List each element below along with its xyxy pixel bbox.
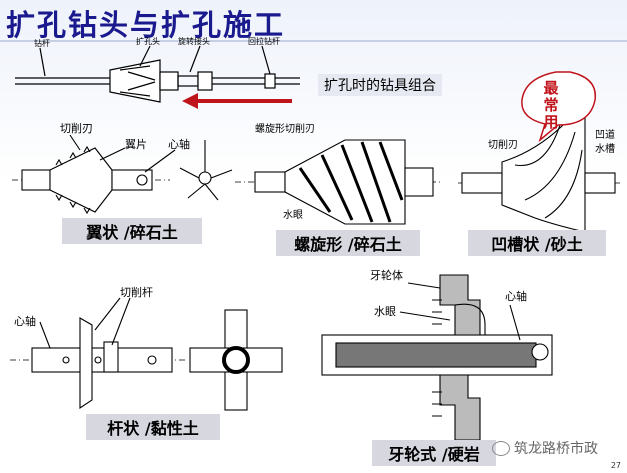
groove-tag-cutting-edge: 切削刃: [488, 138, 518, 151]
spiral-tag-cutting-edge: 螺旋形切削刃: [255, 122, 315, 135]
groove-label: 凹槽状 /砂土: [468, 230, 606, 256]
groove-tag-water-slot: 水槽: [595, 142, 615, 155]
drill-assembly-drawing: [15, 45, 300, 103]
gear-tag-cone-body: 牙轮体: [370, 268, 403, 282]
rod-tag-cutting-rod: 切削杆: [120, 285, 153, 299]
combo-part-swivel: 旋转接头: [178, 36, 210, 46]
spiral-label: 螺旋形 /碎石土: [276, 230, 420, 256]
wechat-icon: [492, 440, 510, 456]
roller-cone-reamer-drawing: [321, 274, 553, 441]
combo-part-pullback-rod: 回拉钻杆: [248, 36, 280, 46]
rod-tag-mandrel: 心轴: [14, 314, 36, 328]
title-divider: [0, 40, 627, 42]
page-title: 扩孔钻头与扩孔施工: [6, 8, 286, 42]
pullback-arrow: [182, 93, 292, 109]
combo-part-reamer-head: 扩孔头: [136, 36, 160, 46]
wing-reamer-drawing: [12, 134, 233, 215]
wing-tag-mandrel: 心轴: [168, 137, 190, 151]
spiral-tag-water-hole: 水眼: [283, 209, 303, 221]
combo-caption: 扩孔时的钻具组合: [318, 74, 442, 96]
rod-label: 杆状 /黏性土: [86, 414, 220, 440]
combo-part-drill-rod: 钻杆: [34, 38, 50, 48]
wing-tag-blade: 翼片: [125, 138, 147, 151]
rod-reamer-drawing: [10, 297, 283, 411]
spiral-reamer-drawing: [235, 139, 440, 225]
wing-tag-cutting-edge: 切削刃: [60, 121, 93, 135]
badge-text: 最常用: [543, 79, 559, 131]
wing-label: 翼状 /碎石土: [62, 218, 202, 244]
watermark-text: 筑龙路桥市政: [514, 441, 598, 457]
gear-label: 牙轮式 /硬岩: [372, 440, 496, 466]
watermark: 筑龙路桥市政: [492, 438, 598, 458]
gear-tag-mandrel: 心轴: [505, 289, 527, 303]
groove-reamer-drawing: [458, 117, 622, 233]
page-number: 27: [610, 461, 621, 470]
gear-tag-water-hole: 水眼: [374, 305, 396, 318]
groove-tag-channel: 凹道: [595, 128, 615, 141]
badge-bubble: [521, 71, 597, 143]
